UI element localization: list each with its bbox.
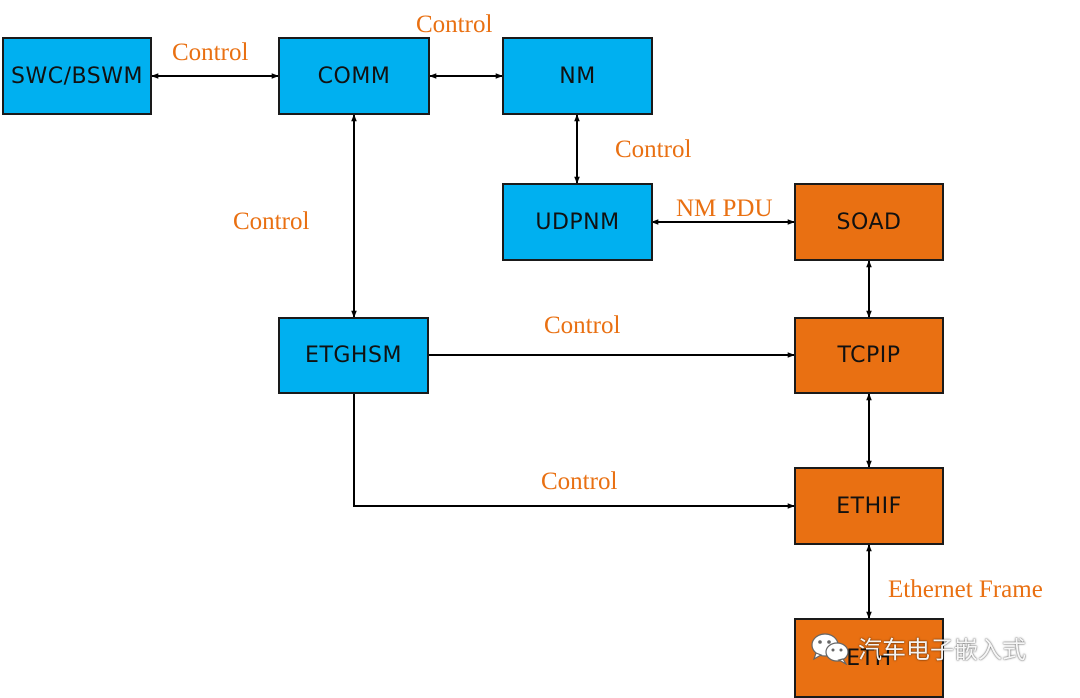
label-udpnm-soad: NM PDU xyxy=(676,195,773,222)
watermark-text: 汽车电子嵌入式 xyxy=(858,636,1026,664)
edge-etghsm-ethif xyxy=(353,394,795,509)
node-udpnm[interactable]: UDPNM xyxy=(502,183,653,261)
label-ethif-eth: Ethernet Frame xyxy=(888,576,1043,603)
label-etghsm-tcpip: Control xyxy=(544,312,621,339)
node-tcpip[interactable]: TCPIP xyxy=(794,317,944,394)
node-ethif[interactable]: ETHIF xyxy=(794,467,944,545)
node-etghsm[interactable]: ETGHSM xyxy=(278,317,429,394)
wechat-icon xyxy=(811,632,849,665)
label-etghsm-ethif: Control xyxy=(541,468,618,495)
node-comm[interactable]: COMM xyxy=(278,37,430,115)
watermark: 汽车电子嵌入式 xyxy=(810,630,1026,665)
node-swc-bswm[interactable]: SWC/BSWM xyxy=(2,37,152,115)
label-comm-etghsm: Control xyxy=(233,208,310,235)
node-soad[interactable]: SOAD xyxy=(794,183,944,261)
node-eth[interactable]: ETH xyxy=(794,618,944,698)
node-nm[interactable]: NM xyxy=(502,37,653,115)
label-nm-udpnm: Control xyxy=(615,136,692,163)
label-comm-nm: Control xyxy=(416,11,493,38)
label-swc-comm: Control xyxy=(172,39,249,66)
